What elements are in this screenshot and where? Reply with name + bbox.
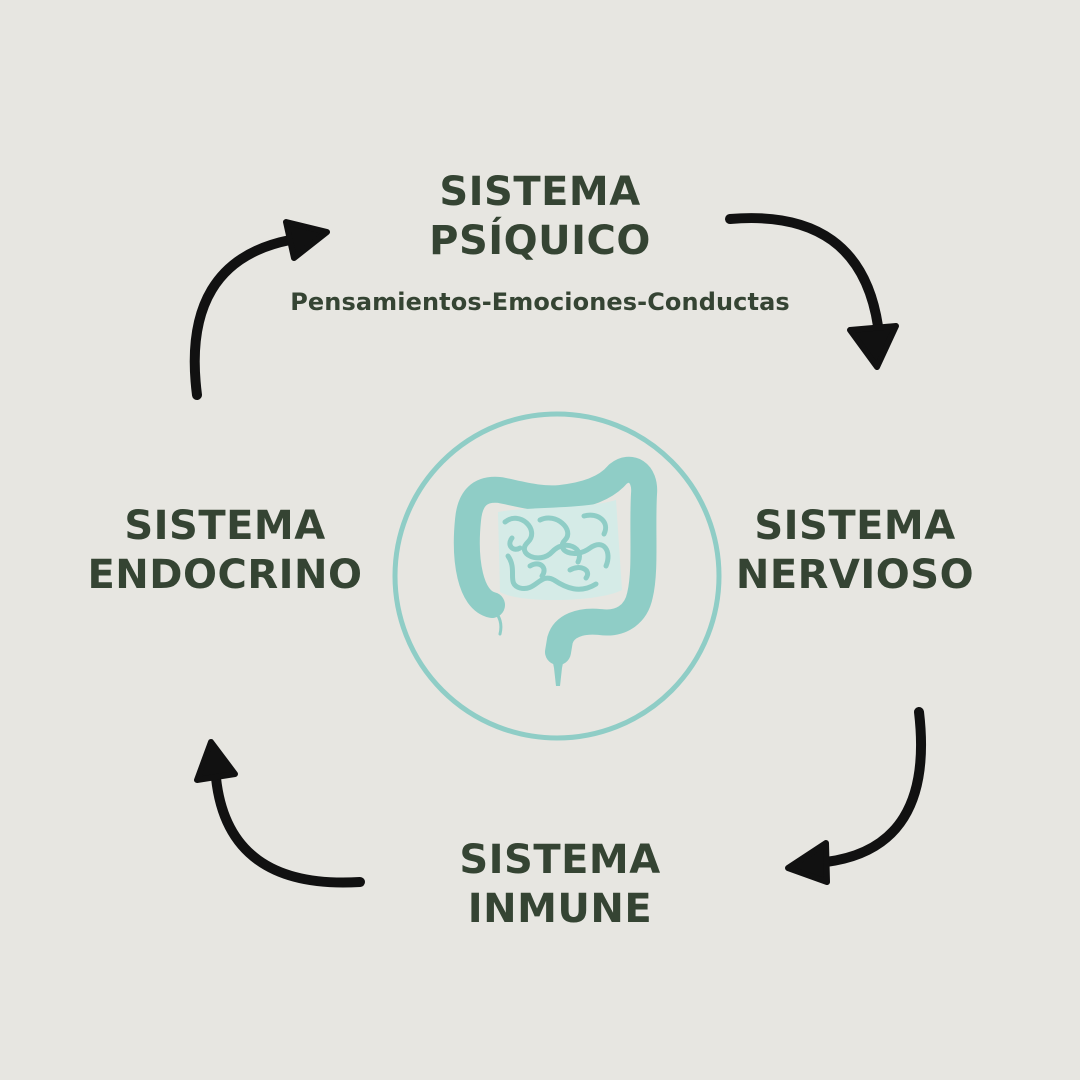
node-title: SISTEMA NERVIOSO (690, 502, 1020, 600)
title-line-1: SISTEMA (754, 503, 956, 549)
arrow-endocrino-to-psiquico (189, 219, 330, 400)
node-title: SISTEMA INMUNE (380, 836, 740, 934)
node-subtitle: Pensamientos-Emociones-Conductas (290, 287, 790, 316)
arrow-nervioso-to-inmune (785, 707, 927, 885)
node-sistema-nervioso: SISTEMA NERVIOSO (690, 502, 1020, 600)
arrow-inmune-to-endocrino (194, 739, 365, 888)
title-line-2: ENDOCRINO (87, 551, 363, 598)
title-line-1: SISTEMA (439, 169, 641, 215)
node-sistema-endocrino: SISTEMA ENDOCRINO (60, 502, 390, 600)
arrow-psiquico-to-nervioso (725, 213, 899, 370)
node-sistema-inmune: SISTEMA INMUNE (380, 836, 740, 934)
node-sistema-psiquico: SISTEMA PSÍQUICO Pensamientos-Emociones-… (240, 168, 840, 317)
node-title: SISTEMA ENDOCRINO (60, 502, 390, 600)
title-line-1: SISTEMA (459, 837, 661, 883)
center-circle (392, 411, 722, 741)
title-line-2: INMUNE (467, 885, 653, 932)
title-line-1: SISTEMA (124, 503, 326, 549)
intestine-icon (453, 456, 658, 686)
title-line-2: PSÍQUICO (429, 217, 651, 264)
title-line-2: NERVIOSO (735, 551, 975, 598)
node-title: SISTEMA PSÍQUICO (240, 168, 840, 266)
